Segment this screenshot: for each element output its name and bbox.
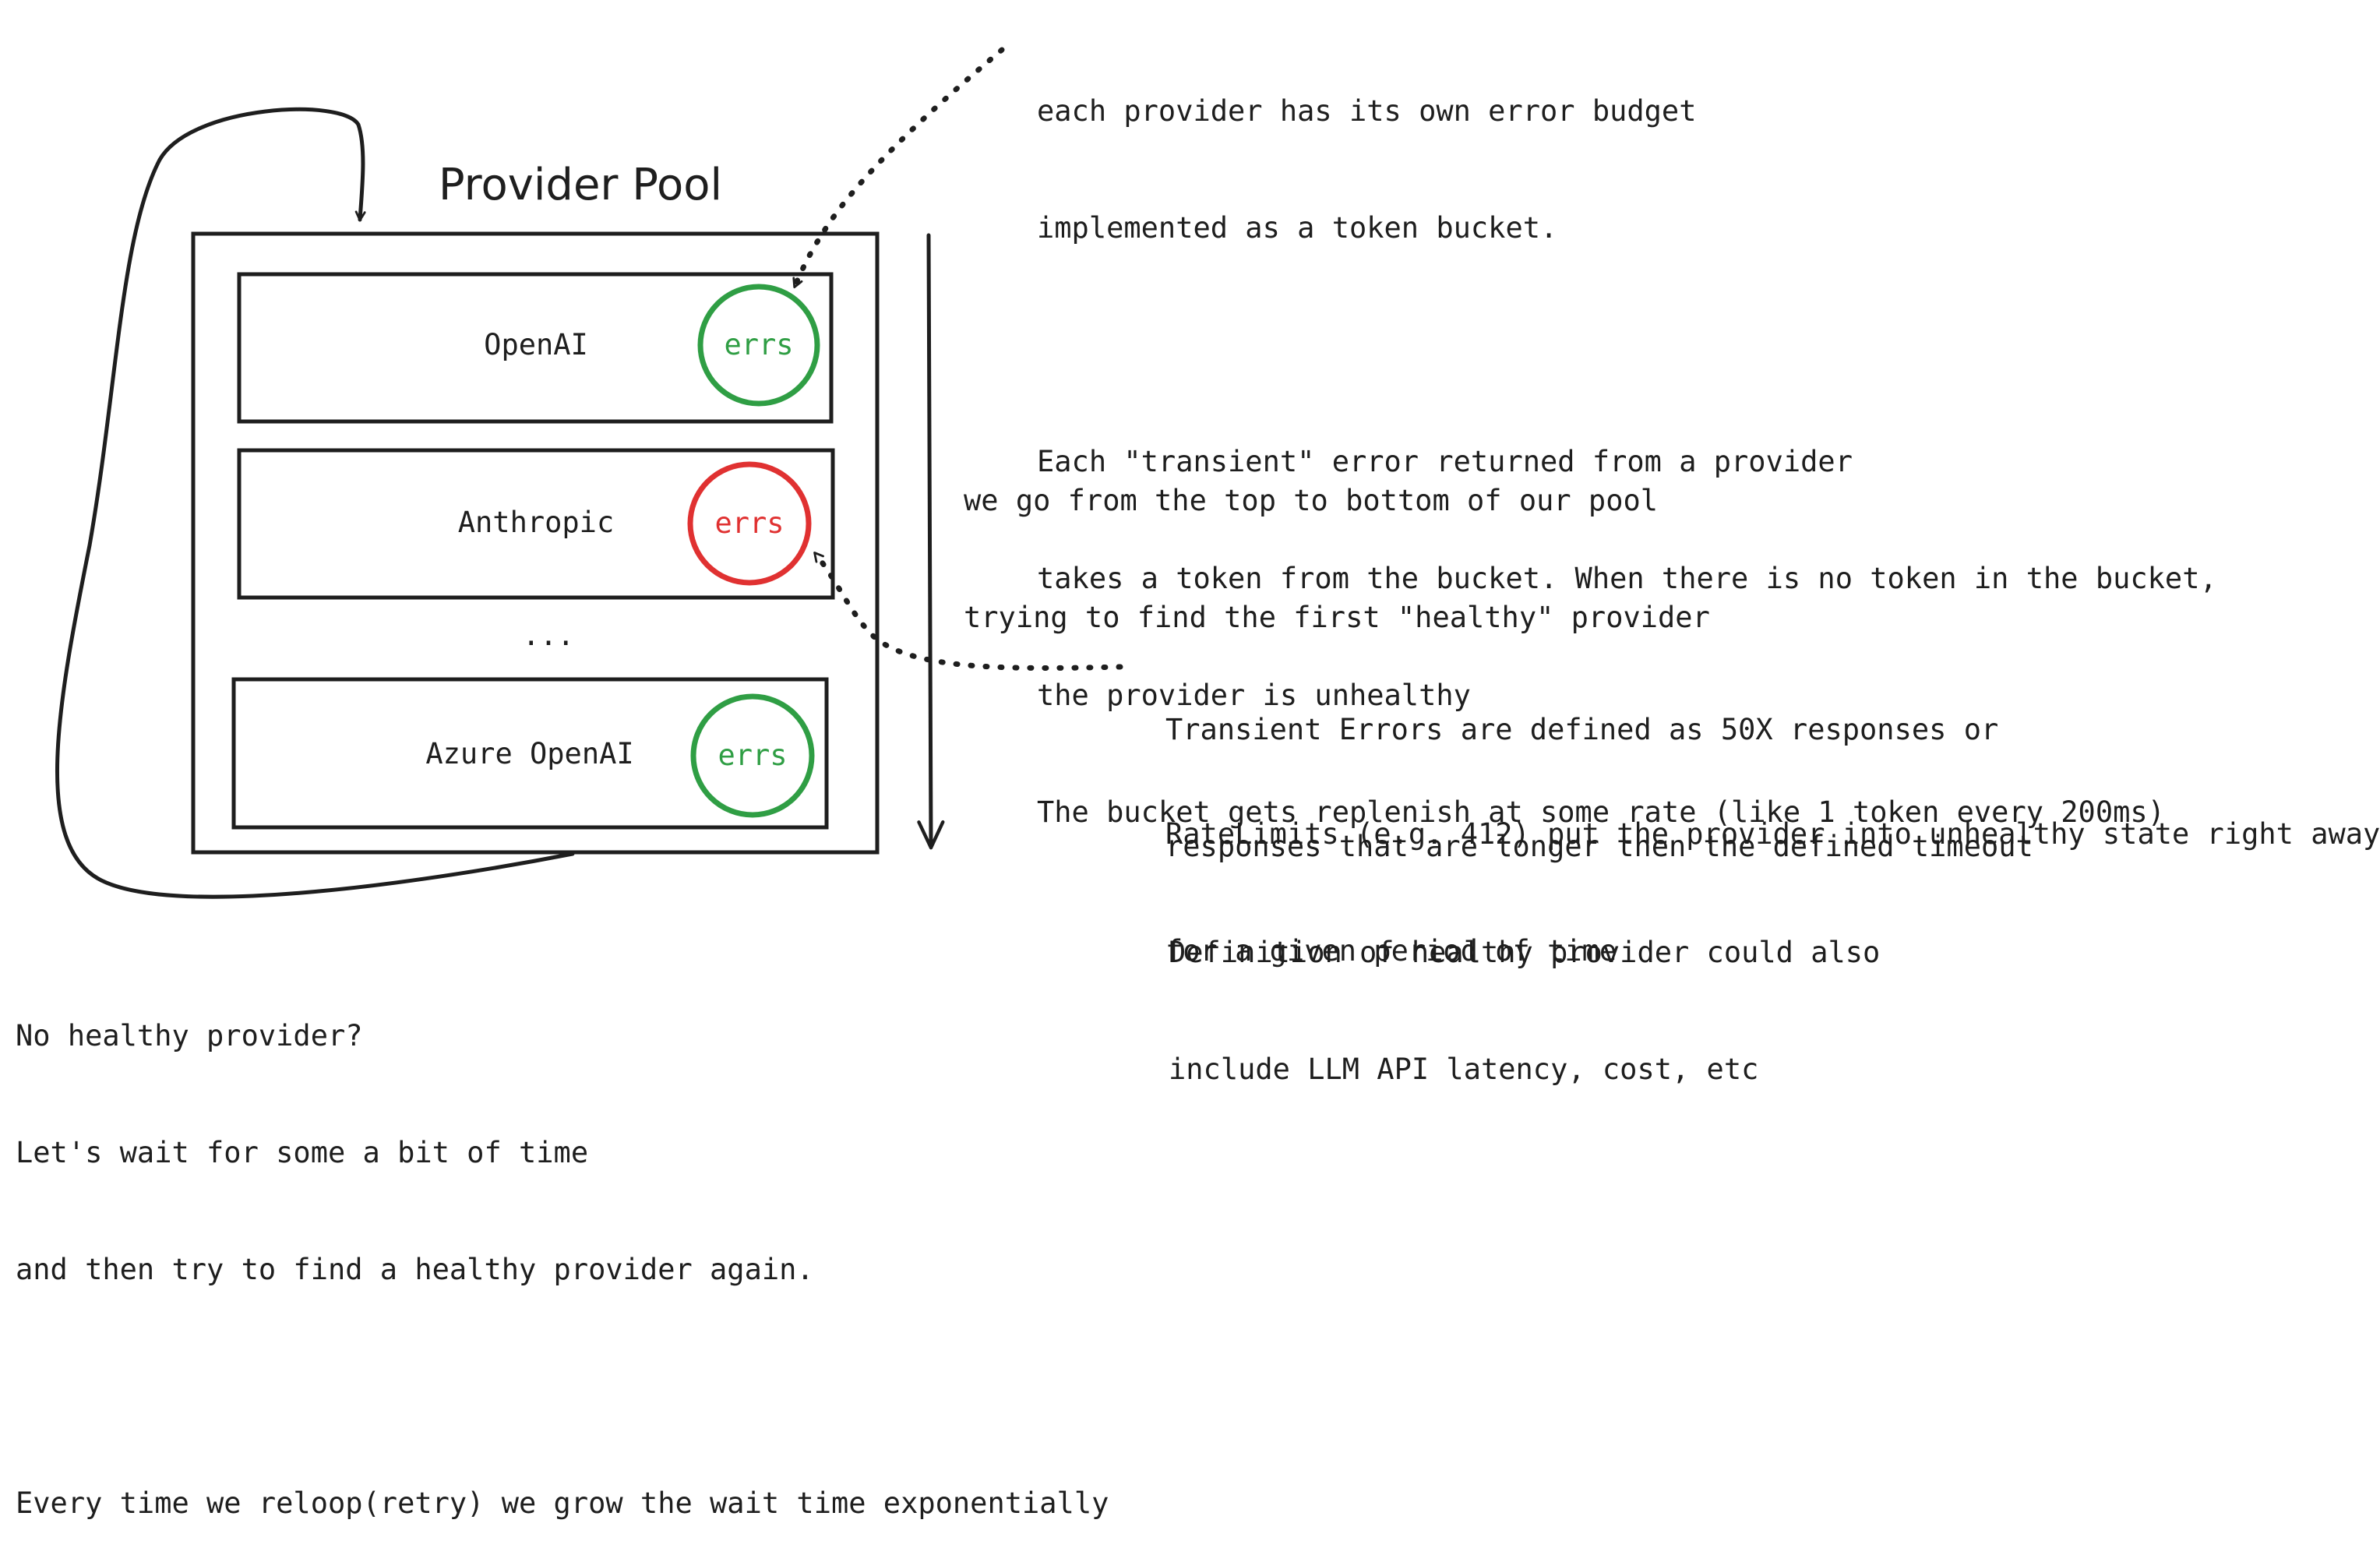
pool-title: Provider Pool (439, 160, 722, 210)
note-line: trying to find the first "healthy" provi… (964, 601, 1710, 634)
note-line: No healthy provider? (16, 1019, 363, 1052)
note-line: we go from the top to bottom of our pool (964, 484, 1659, 517)
error-budget-circle (697, 284, 820, 407)
error-budget-label: errs (724, 328, 793, 361)
transient-errors-pointer-arrow (812, 550, 1123, 671)
note-spacer (1037, 326, 2217, 365)
note-line: the provider is unhealthy (1037, 679, 1471, 712)
ratelimits-note: RateLimits (e.g. 412) put the provider i… (1165, 737, 2380, 1010)
health-definition-note: Definition of healthy provider could als… (1169, 855, 1880, 1128)
note-line: takes a token from the bucket. When ther… (1037, 562, 2217, 595)
note-spacer (16, 1367, 1109, 1406)
note-line: The bucket gets replenish at some rate (… (1037, 795, 2165, 829)
note-line: Each "transient" error returned from a p… (1037, 445, 1853, 478)
provider-row-azure-openai: Azure OpenAI errs (231, 677, 829, 830)
note-line: Transient Errors are defined as 50X resp… (1165, 713, 1999, 746)
provider-row-openai: OpenAI errs (237, 272, 834, 424)
traversal-note: we go from the top to bottom of our pool… (964, 404, 1710, 676)
note-line: Let's wait for some a bit of time (16, 1136, 589, 1169)
note-line: Definition of healthy provider could als… (1169, 936, 1881, 969)
error-budget-label: errs (718, 739, 787, 772)
error-budget-circle (690, 693, 815, 818)
provider-card (231, 677, 829, 830)
error-budget-note: each provider has its own error budget i… (1037, 14, 2217, 871)
note-line: include LLM API latency, cost, etc (1169, 1052, 1759, 1086)
error-budget-circle (687, 461, 812, 586)
provider-label: Azure OpenAI (425, 737, 633, 770)
provider-label: OpenAI (484, 328, 588, 361)
provider-card (237, 272, 834, 424)
retry-loop-arrow (55, 107, 575, 899)
transient-errors-note: Transient Errors are defined as 50X resp… (1165, 633, 2033, 905)
note-line: RateLimits (e.g. 412) put the provider i… (1165, 817, 2380, 851)
retry-note: No healthy provider? Let's wait for some… (16, 939, 1109, 1562)
note-line: and then try to find a healthy provider … (16, 1253, 814, 1286)
note-line: for a given period of time (1165, 934, 1617, 968)
provider-pool-box (191, 231, 880, 855)
diagram-canvas: Provider Pool OpenAI errs Anthropic errs… (55, 47, 1123, 899)
note-line: implemented as a token bucket. (1037, 211, 1558, 245)
note-line: Every time we reloop(retry) we grow the … (16, 1486, 1109, 1520)
error-budget-pointer-arrow (792, 47, 1005, 290)
error-budget-label: errs (714, 506, 784, 540)
note-line: each provider has its own error budget (1037, 94, 1697, 128)
provider-row-anthropic: Anthropic errs (237, 448, 835, 600)
traversal-arrow (917, 233, 945, 850)
more-providers-ellipsis: ... (523, 619, 575, 652)
note-line: responses that are longer then the defin… (1165, 830, 2033, 863)
provider-label: Anthropic (458, 506, 614, 539)
provider-card (237, 448, 835, 600)
